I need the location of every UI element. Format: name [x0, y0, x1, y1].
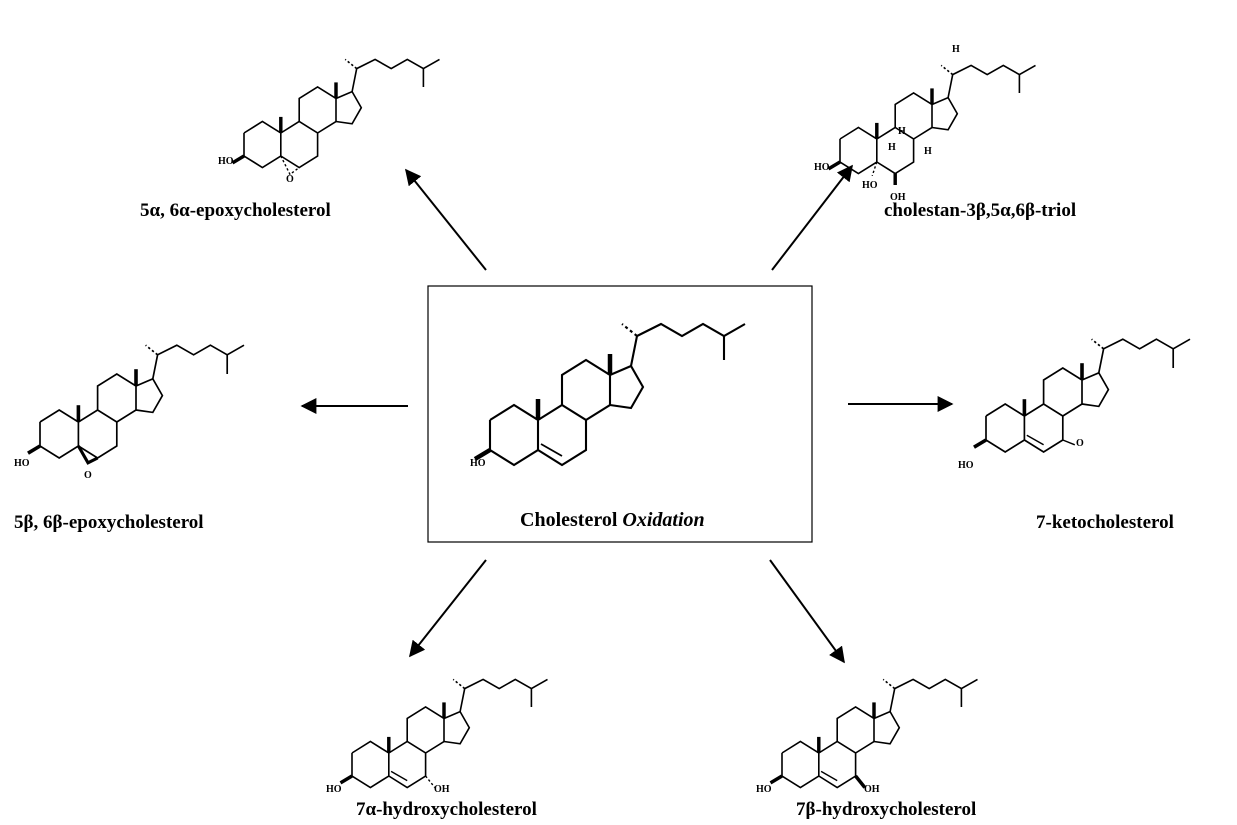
arrow-to-7a-hydroxy [409, 559, 487, 658]
structure-7b-hydroxycholesterol [768, 677, 980, 790]
p6-ho: HO [756, 784, 772, 795]
cholesterol-structure [475, 324, 745, 465]
structure-7-ketocholesterol [972, 337, 1192, 454]
arrow-to-7b-hydroxy [769, 559, 845, 664]
p2-h-8: H [898, 126, 906, 137]
p2-h-14: H [924, 146, 932, 157]
p2-h-17: H [952, 44, 960, 55]
p1-epoxide-o: O [286, 174, 294, 185]
label-cholestan-triol: cholestan-3β,5α,6β-triol [884, 200, 1076, 221]
arrow-to-triol [771, 164, 853, 271]
label-7b-hydroxycholesterol: 7β-hydroxycholesterol [796, 799, 976, 820]
p1-ho: HO [218, 156, 234, 167]
p2-h-9: H [888, 142, 896, 153]
label-5a6a-epoxycholesterol: 5α, 6α-epoxycholesterol [140, 200, 331, 221]
label-5b6b-epoxycholesterol: 5β, 6β-epoxycholesterol [14, 512, 204, 533]
arrow-to-5a6a-epoxy [405, 168, 487, 271]
p2-ho: HO [814, 162, 830, 173]
p3-epoxide-o: O [84, 470, 92, 481]
p5-oh-7: OH [434, 784, 450, 795]
p5-ho: HO [326, 784, 342, 795]
p4-keto-o: O [1076, 438, 1084, 449]
p2-oh-6: OH [890, 192, 906, 203]
label-7a-hydroxycholesterol: 7α-hydroxycholesterol [356, 799, 537, 820]
p3-ho: HO [14, 458, 30, 469]
structure-7a-hydroxycholesterol [338, 677, 550, 790]
label-7-ketocholesterol: 7-ketocholesterol [1036, 512, 1174, 533]
structure-5b6b-epoxycholesterol [26, 343, 246, 465]
center-ho-label: HO [470, 458, 486, 469]
center-box [427, 285, 813, 543]
p6-oh-7: OH [864, 784, 880, 795]
structure-cholestan-triol [826, 63, 1038, 185]
p2-ho-5: HO [862, 180, 878, 191]
p4-ho: HO [958, 460, 974, 471]
center-title: Cholesterol Oxidation [520, 509, 705, 531]
structure-5a6a-epoxycholesterol [230, 57, 442, 176]
